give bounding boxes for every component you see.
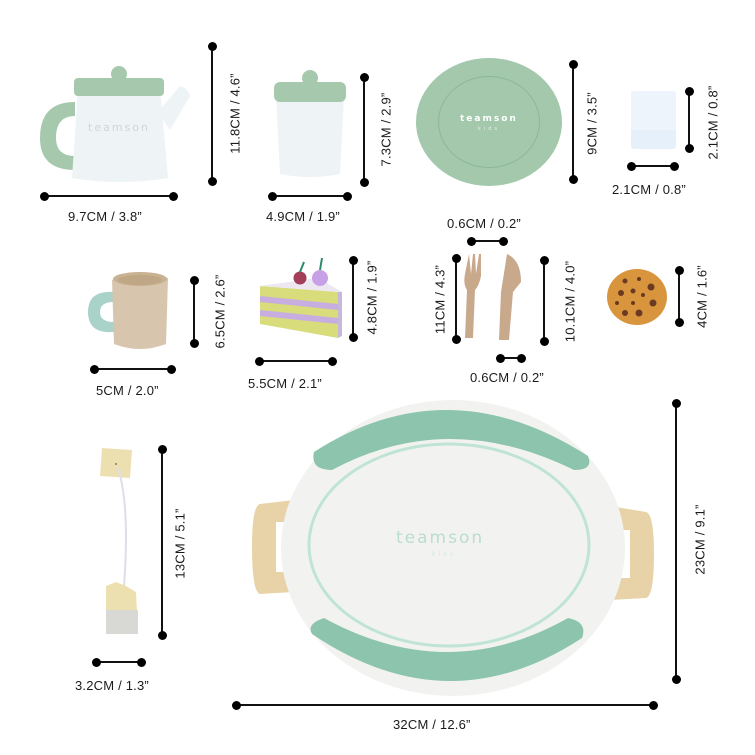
cake-height-line xyxy=(348,256,358,342)
cake-height-label: 4.8CM / 1.9” xyxy=(364,260,380,335)
fork-width-label: 0.6CM / 0.2” xyxy=(447,216,521,231)
tray-icon xyxy=(252,400,654,696)
sugar-cube-illustration xyxy=(631,91,676,149)
tray-height-line xyxy=(671,399,681,684)
knife-height-line xyxy=(539,256,549,346)
plate-illustration: teamson kids xyxy=(416,58,562,186)
fork-height-line xyxy=(451,254,461,344)
tray-width-line xyxy=(232,700,658,710)
cookie-icon xyxy=(607,269,667,325)
fork-height-label: 11CM / 4.3” xyxy=(432,264,448,335)
cup-icon xyxy=(88,272,168,349)
teapot-height-line xyxy=(207,42,217,186)
fork-knife-icon xyxy=(464,254,521,340)
teapot-icon xyxy=(40,66,190,182)
tray-width-label: 32CM / 12.6” xyxy=(393,717,471,732)
tea-bag-height-line xyxy=(157,445,167,640)
plate-sublogo: kids xyxy=(478,126,501,132)
fork-knife-illustration xyxy=(463,252,533,344)
plate-height-line xyxy=(568,60,578,184)
cake-width-label: 5.5CM / 2.1” xyxy=(248,376,322,391)
tray-sublogo: kids xyxy=(432,551,457,558)
tea-bag-width-label: 3.2CM / 1.3” xyxy=(75,678,149,693)
tea-bag-icon xyxy=(100,448,138,634)
cup-width-line xyxy=(90,364,176,374)
cup-height-label: 6.5CM / 2.6” xyxy=(212,274,228,349)
cake-slice-illustration xyxy=(256,252,346,342)
plate-inner-rim xyxy=(438,76,540,168)
tray-height-label: 23CM / 9.1” xyxy=(692,504,708,575)
sugar-pot-width-line xyxy=(268,191,352,201)
teapot-illustration: teamson xyxy=(30,38,200,188)
cup-height-line xyxy=(189,276,199,348)
tray-logo: teamson xyxy=(396,528,485,548)
sugar-pot-icon xyxy=(274,70,346,177)
tray-illustration: teamson kids xyxy=(248,396,658,701)
fork-width-line xyxy=(467,236,508,246)
sugar-pot-illustration xyxy=(270,66,350,182)
cup-width-label: 5CM / 2.0” xyxy=(96,383,159,398)
sugar-cube-height-label: 2.1CM / 0.8” xyxy=(705,85,721,160)
sugar-cube-top xyxy=(631,91,676,130)
tea-bag-illustration xyxy=(96,446,144,638)
cake-slice-icon xyxy=(260,257,342,338)
teapot-width-label: 9.7CM / 3.8” xyxy=(68,209,142,224)
sugar-cube-width-line xyxy=(627,161,679,171)
plate-height-label: 9CM / 3.5” xyxy=(584,92,600,155)
knife-width-line xyxy=(496,353,526,363)
sugar-pot-height-line xyxy=(359,73,369,187)
teapot-height-label: 11.8CM / 4.6” xyxy=(227,73,243,154)
knife-width-label: 0.6CM / 0.2” xyxy=(470,370,544,385)
cake-width-line xyxy=(255,356,337,366)
cookie-illustration xyxy=(607,269,667,325)
sugar-cube-height-line xyxy=(684,87,694,153)
sugar-cube-width-label: 2.1CM / 0.8” xyxy=(612,182,686,197)
sugar-pot-width-label: 4.9CM / 1.9” xyxy=(266,209,340,224)
sugar-pot-height-label: 7.3CM / 2.9” xyxy=(378,92,394,167)
tea-bag-width-line xyxy=(92,657,146,667)
teapot-width-line xyxy=(40,191,178,201)
cup-illustration xyxy=(86,270,172,352)
plate-logo: teamson xyxy=(460,114,518,124)
cookie-height-line xyxy=(674,266,684,327)
tea-bag-height-label: 13CM / 5.1” xyxy=(172,508,188,579)
knife-height-label: 10.1CM / 4.0” xyxy=(562,260,578,343)
cookie-height-label: 4CM / 1.6” xyxy=(694,265,710,328)
teapot-logo: teamson xyxy=(88,121,150,134)
